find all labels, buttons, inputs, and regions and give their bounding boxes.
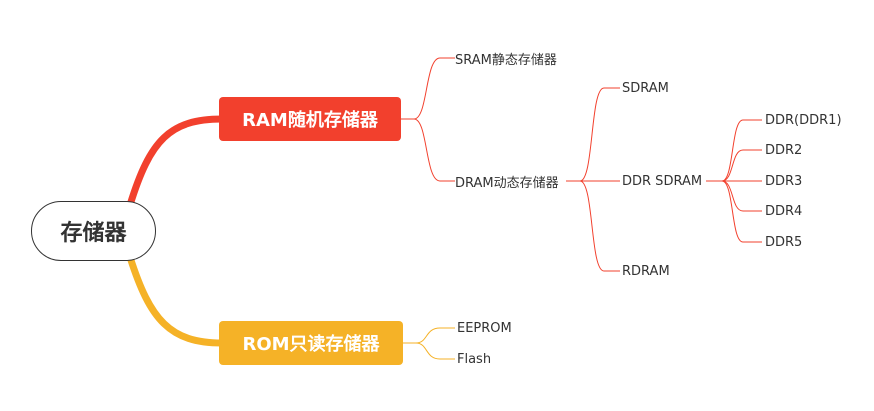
ddr-sdram-node[interactable]: DDR SDRAM bbox=[622, 171, 702, 191]
sram-node[interactable]: SRAM静态存储器 bbox=[455, 48, 557, 68]
root-label: 存储器 bbox=[60, 221, 127, 246]
eeprom-node[interactable]: EEPROM bbox=[457, 318, 512, 338]
root-to-ram-connector bbox=[126, 115, 226, 209]
rdram-node[interactable]: RDRAM bbox=[622, 261, 670, 281]
rdram-label: RDRAM bbox=[622, 263, 670, 279]
ddr4-label: DDR4 bbox=[765, 203, 803, 219]
rom-node[interactable]: ROM只读存储器 bbox=[219, 321, 403, 365]
sdram-label: SDRAM bbox=[622, 80, 669, 96]
ram-label: RAM随机存储器 bbox=[242, 110, 378, 131]
ddr3-label: DDR3 bbox=[765, 173, 803, 189]
flash-node[interactable]: Flash bbox=[457, 349, 491, 369]
root-to-rom-connector bbox=[126, 253, 226, 347]
ddr2-label: DDR2 bbox=[765, 142, 803, 158]
ddr-sdram-label: DDR SDRAM bbox=[622, 173, 703, 189]
ddr1-node[interactable]: DDR(DDR1) bbox=[765, 110, 842, 130]
sdram-node[interactable]: SDRAM bbox=[622, 78, 669, 98]
dram-node[interactable]: DRAM动态存储器 bbox=[455, 171, 559, 191]
dram-label: DRAM动态存储器 bbox=[455, 175, 559, 191]
ddr5-label: DDR5 bbox=[765, 234, 803, 250]
ram-node[interactable]: RAM随机存储器 bbox=[219, 97, 401, 141]
sram-label: SRAM静态存储器 bbox=[455, 52, 557, 68]
rom-label: ROM只读存储器 bbox=[242, 334, 380, 355]
flash-label: Flash bbox=[457, 351, 492, 367]
eeprom-label: EEPROM bbox=[457, 320, 512, 336]
ddr3-node[interactable]: DDR3 bbox=[765, 171, 802, 191]
ddr1-label: DDR(DDR1) bbox=[765, 112, 842, 128]
ddr2-node[interactable]: DDR2 bbox=[765, 140, 802, 160]
ddr5-node[interactable]: DDR5 bbox=[765, 232, 802, 252]
ddr4-node[interactable]: DDR4 bbox=[765, 201, 802, 221]
root-node[interactable]: 存储器 bbox=[31, 201, 156, 261]
